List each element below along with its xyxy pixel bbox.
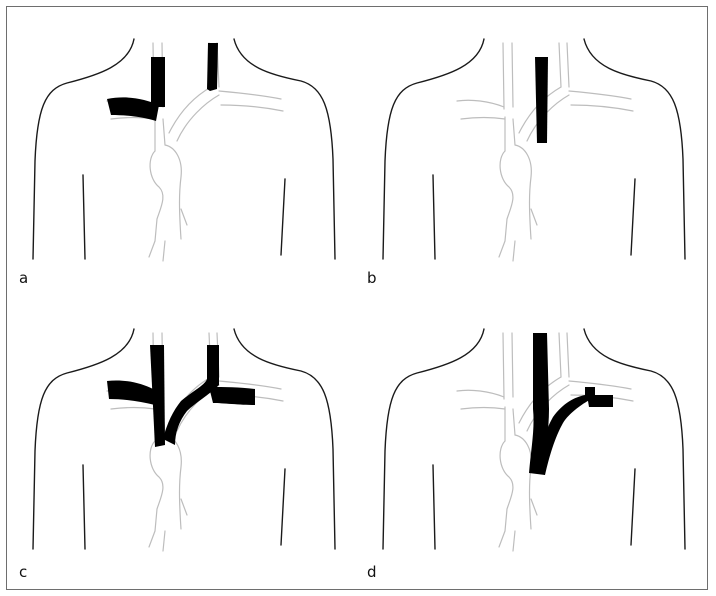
right-torso-line: [631, 179, 635, 255]
right-subclavian-outline-bottom: [111, 408, 155, 410]
panel-d: d: [359, 299, 709, 589]
left-brachio-outline-top: [169, 87, 211, 133]
panel-a-diagram: [9, 9, 359, 299]
aorta-outline: [531, 209, 537, 225]
svc-outline-right: [163, 119, 165, 145]
panel-b: b: [359, 9, 709, 299]
aorta-outline: [181, 209, 187, 225]
right-torso-line: [631, 469, 635, 545]
right-subclavian-outline-bottom: [461, 408, 505, 410]
left-torso-line: [83, 175, 85, 259]
ivc-outline-left: [499, 241, 505, 257]
ivc-outline-left: [499, 531, 505, 547]
right-subclavian-outline-bottom: [461, 118, 505, 120]
panel-label-a: a: [19, 271, 28, 286]
ivc-outline-right: [513, 531, 515, 551]
ivc-outline-right: [513, 241, 515, 261]
left-ijv-outline-left: [559, 43, 561, 87]
left-brachio-outline-bottom: [177, 95, 219, 141]
panel-label-d: d: [367, 565, 377, 580]
svc-outline-right: [513, 119, 515, 145]
heart-outline-left: [150, 441, 163, 531]
left-ijv-outline-right: [567, 333, 569, 377]
superior-vena-cava-occlusion: [535, 57, 548, 143]
left-subclavian-outline-top: [569, 91, 631, 99]
left-torso-line: [433, 465, 435, 549]
ivc-outline-left: [149, 241, 155, 257]
left-subclavian-proximal-occlusion: [587, 395, 613, 407]
right-brachiocephalic-upper-occlusion: [151, 57, 165, 107]
right-shoulder-outline: [584, 39, 685, 259]
aorta-outline: [531, 499, 537, 515]
ivc-outline-left: [149, 531, 155, 547]
heart-outline-left: [500, 441, 513, 531]
panel-b-diagram: [359, 9, 709, 299]
panel-label-c: c: [19, 565, 27, 580]
ivc-outline-right: [163, 241, 165, 261]
left-brachiocephalic-full-occlusion: [163, 345, 219, 445]
left-subclavian-outline-top: [569, 381, 631, 389]
left-brachio-outline-bottom: [527, 95, 569, 141]
right-torso-line: [281, 179, 285, 255]
heart-outline-right: [165, 435, 181, 529]
ivc-outline-right: [163, 531, 165, 551]
right-shoulder-outline: [584, 329, 685, 549]
left-ijv-outline-left: [559, 333, 561, 377]
right-subclavian-outline-top: [457, 100, 504, 107]
right-shoulder-outline: [234, 39, 335, 259]
left-brachiocephalic-upper-occlusion: [207, 43, 218, 91]
aorta-outline: [181, 499, 187, 515]
right-subclavian-outline-top: [457, 390, 504, 397]
figure-frame: a b c d: [6, 6, 708, 590]
left-subclavian-outline-bottom: [221, 105, 283, 111]
left-subclavian-proximal-occlusion: [209, 387, 255, 405]
svc-outline-right: [513, 409, 515, 435]
left-subclavian-outline-top: [219, 91, 281, 99]
left-shoulder-outline: [33, 329, 134, 549]
left-shoulder-outline: [383, 39, 484, 259]
left-shoulder-outline: [33, 39, 134, 259]
left-torso-line: [83, 465, 85, 549]
panel-a: a: [9, 9, 359, 299]
heart-outline-right: [515, 435, 531, 529]
left-subclavian-outline-bottom: [571, 105, 633, 111]
panel-c-diagram: [9, 299, 359, 589]
panel-c: c: [9, 299, 359, 589]
left-torso-line: [433, 175, 435, 259]
right-ijv-outline-left: [503, 333, 504, 399]
right-ijv-outline-right: [512, 333, 513, 397]
panel-d-diagram: [359, 299, 709, 589]
panel-label-b: b: [367, 271, 377, 286]
heart-outline-left: [150, 151, 163, 241]
right-shoulder-outline: [234, 329, 335, 549]
right-subclavian-occlusion: [107, 380, 155, 405]
right-torso-line: [281, 469, 285, 545]
right-ijv-outline-left: [503, 43, 504, 109]
heart-outline-right: [165, 145, 181, 239]
heart-outline-right: [515, 145, 531, 239]
heart-outline-left: [500, 151, 513, 241]
left-shoulder-outline: [383, 329, 484, 549]
right-ijv-outline-right: [512, 43, 513, 107]
left-ijv-outline-right: [567, 43, 569, 87]
